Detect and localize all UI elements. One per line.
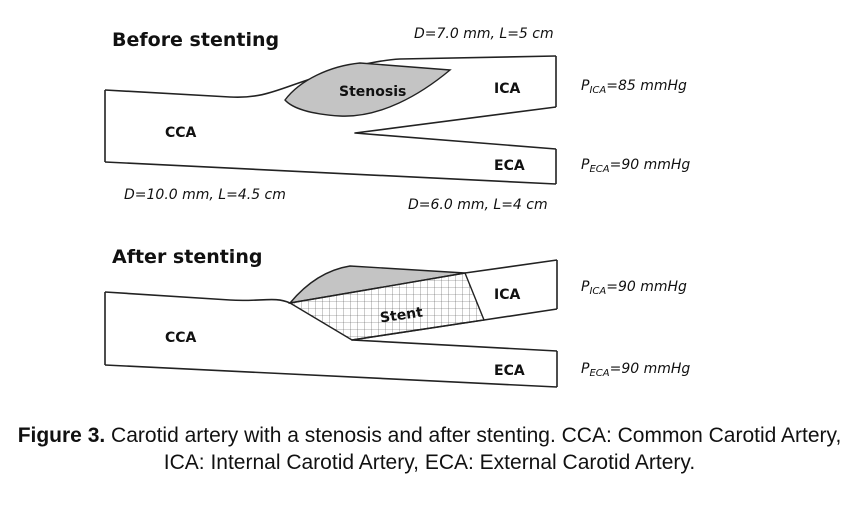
after-eca-label: ECA [494,363,525,379]
before-heading: Before stenting [112,29,279,51]
after-ica-top-wall [464,259,558,274]
after-heading: After stenting [112,246,262,268]
before-eca-label: ECA [494,158,525,174]
before-vessel-bottom-wall [104,161,557,185]
before-ica-pressure: PICA=85 mmHg [581,78,687,96]
after-ica-label: ICA [494,287,520,303]
caption-text: Carotid artery with a stenosis and after… [105,424,842,474]
after-ica-pressure: PICA=90 mmHg [581,279,687,297]
stent-label: Stent [379,305,424,327]
before-bifurcation-wedge [354,106,557,150]
before-cca-label: CCA [165,125,197,141]
before-ica-label: ICA [494,81,520,97]
eca-dimensions: D=6.0 mm, L=4 cm [408,197,548,213]
carotid-diagram: Before stenting D=7.0 mm, L=5 cm D=10.0 … [104,26,690,388]
figure-caption: Figure 3. Carotid artery with a stenosis… [0,422,859,476]
after-panel: After stenting Stent ICA CCA ECA PICA=90… [104,246,690,388]
cca-dimensions: D=10.0 mm, L=4.5 cm [124,187,286,203]
before-eca-pressure: PECA=90 mmHg [581,157,690,175]
after-bifurcation-wedge [351,308,558,352]
before-panel: Before stenting D=7.0 mm, L=5 cm D=10.0 … [104,26,690,213]
stenosis-plaque [284,62,452,117]
after-vessel-top-wall [104,291,291,304]
after-vessel-bottom-wall [104,364,558,388]
ica-dimensions: D=7.0 mm, L=5 cm [414,26,554,42]
stenosis-label: Stenosis [339,84,406,100]
after-cca-label: CCA [165,330,197,346]
caption-figure-number: Figure 3. [17,424,106,447]
residual-plaque [288,265,466,305]
after-eca-pressure: PECA=90 mmHg [581,361,690,379]
